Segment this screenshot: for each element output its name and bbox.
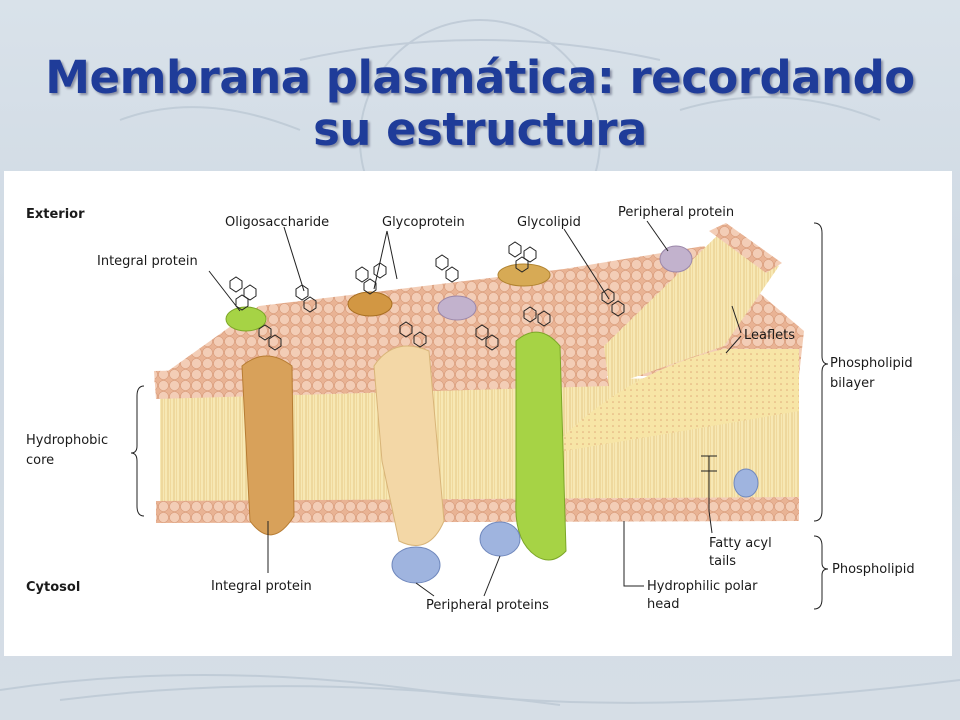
label-phospholipid-bilayer-1: Phospholipid: [830, 356, 913, 371]
label-cytosol: Cytosol: [26, 580, 80, 595]
label-peripheral-proteins: Peripheral proteins: [426, 598, 549, 613]
peripheral-protein-surface: [437, 295, 477, 321]
label-hydrophobic-core-2: core: [26, 453, 54, 468]
label-integral-protein-bottom: Integral protein: [211, 579, 312, 594]
label-hydrophilic-2: head: [647, 597, 679, 612]
label-leaflets: Leaflets: [744, 328, 795, 343]
label-phospholipid-bilayer-2: bilayer: [830, 376, 875, 391]
upper-leaflet: [604, 229, 779, 386]
label-glycoprotein: Glycoprotein: [382, 215, 465, 230]
upper-leaflet-heads: [709, 223, 782, 273]
peripheral-protein-bottom-right: [479, 521, 521, 557]
peripheral-protein-bottom-left: [391, 546, 441, 584]
label-peripheral-protein: Peripheral protein: [618, 205, 734, 220]
lower-leaflet: [549, 349, 799, 451]
glycolipid-cap: [497, 263, 551, 287]
peripheral-protein-top: [659, 245, 693, 273]
integral-protein-small-green: [225, 306, 267, 332]
glycoprotein-cap: [347, 291, 393, 317]
label-exterior: Exterior: [26, 207, 85, 222]
label-fatty-acyl-1: Fatty acyl: [709, 536, 772, 551]
label-hydrophilic-1: Hydrophilic polar: [647, 579, 758, 594]
bilayer-bottom-heads: [156, 497, 799, 523]
integral-protein-cream: [373, 345, 445, 546]
slide-title: Membrana plasmática: recordando su estru…: [0, 52, 960, 156]
label-hydrophobic-core-1: Hydrophobic: [26, 433, 108, 448]
label-oligosaccharide: Oligosaccharide: [225, 215, 329, 230]
label-integral-protein-top: Integral protein: [97, 254, 198, 269]
title-line-2: su estructura: [313, 103, 647, 156]
membrane-diagram-panel: Exterior Cytosol Oligosaccharide Glycopr…: [4, 171, 952, 656]
label-phospholipid: Phospholipid: [832, 562, 915, 577]
title-line-1: Membrana plasmática: recordando: [45, 51, 915, 104]
label-fatty-acyl-2: tails: [709, 554, 736, 569]
membrane-diagram: Exterior Cytosol Oligosaccharide Glycopr…: [26, 205, 915, 613]
integral-protein-green: [515, 331, 567, 561]
integral-protein-brown: [241, 355, 295, 536]
peripheral-protein-side: [733, 468, 759, 498]
leader-lines: [130, 220, 829, 610]
label-glycolipid: Glycolipid: [517, 215, 581, 230]
